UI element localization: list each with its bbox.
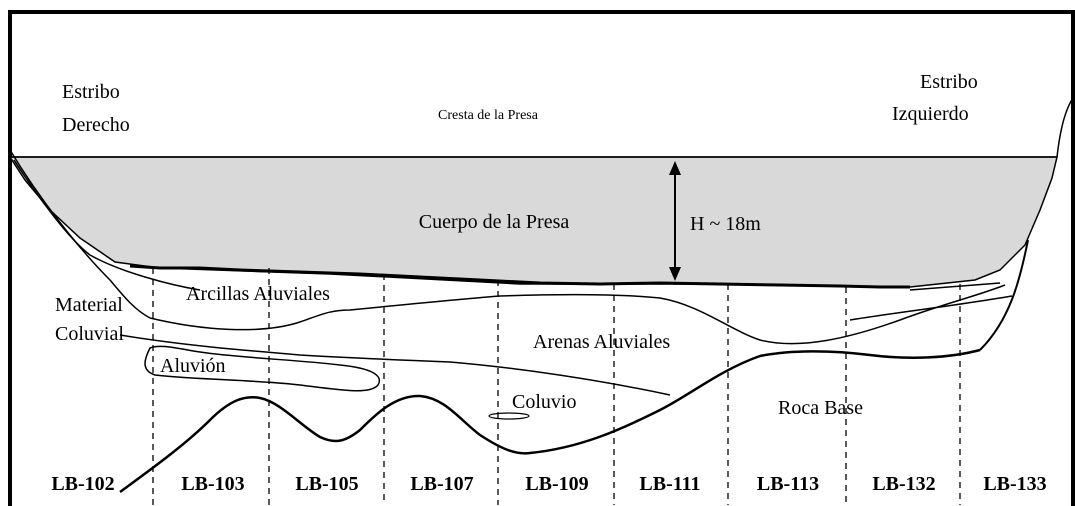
borehole-label: LB-111 xyxy=(639,473,700,495)
bedrock-label: Roca Base xyxy=(778,397,863,419)
crest-label: Cresta de la Presa xyxy=(438,108,539,123)
alluvial-clays-label: Arcillas Aluviales xyxy=(186,283,330,305)
right-abutment-label-1: Estribo xyxy=(920,71,978,93)
borehole-label: LB-133 xyxy=(983,473,1046,495)
dam-base-edge xyxy=(129,264,910,289)
sand-base-line xyxy=(119,334,671,396)
borehole-lines xyxy=(152,268,961,505)
right-abutment-rock-line xyxy=(979,239,1029,351)
alluvium-lens xyxy=(144,345,381,392)
right-layer-line xyxy=(909,282,1001,291)
colluvial-material-label-1: Material xyxy=(55,294,123,316)
left-abutment-label-2: Derecho xyxy=(62,114,130,136)
dam-body-label: Cuerpo de la Presa xyxy=(419,211,570,233)
right-abutment-line xyxy=(1056,97,1074,158)
left-abutment-line-1 xyxy=(9,149,151,319)
borehole-label: LB-102 xyxy=(51,473,114,495)
alluvium-label: Aluvión xyxy=(160,355,226,377)
borehole-label: LB-107 xyxy=(410,473,473,495)
arrow-down-icon xyxy=(669,267,681,281)
right-layer-line-2 xyxy=(849,295,1013,321)
arrow-up-icon xyxy=(669,161,681,175)
colluvium-lens xyxy=(488,412,530,420)
right-abutment-label-2: Izquierdo xyxy=(892,103,969,125)
colluvial-material-label-2: Coluvial xyxy=(55,323,124,345)
borehole-label: LB-105 xyxy=(295,473,358,495)
borehole-label: LB-103 xyxy=(181,473,244,495)
left-abutment-line-2 xyxy=(13,159,201,291)
borehole-label: LB-113 xyxy=(757,473,819,495)
alluvial-sands-label: Arenas Aluviales xyxy=(533,331,670,353)
clay-sand-boundary xyxy=(149,284,1006,345)
colluvium-label: Coluvio xyxy=(512,391,576,413)
borehole-label: LB-109 xyxy=(525,473,588,495)
borehole-label: LB-132 xyxy=(872,473,935,495)
height-label: H ~ 18m xyxy=(690,213,761,235)
bedrock-contact xyxy=(119,348,981,494)
height-dimension xyxy=(669,161,681,281)
left-abutment-label-1: Estribo xyxy=(62,81,120,103)
diagram-frame xyxy=(8,10,1075,506)
borehole-labels: LB-102 LB-103 LB-105 LB-107 LB-109 LB-11… xyxy=(51,473,1046,495)
